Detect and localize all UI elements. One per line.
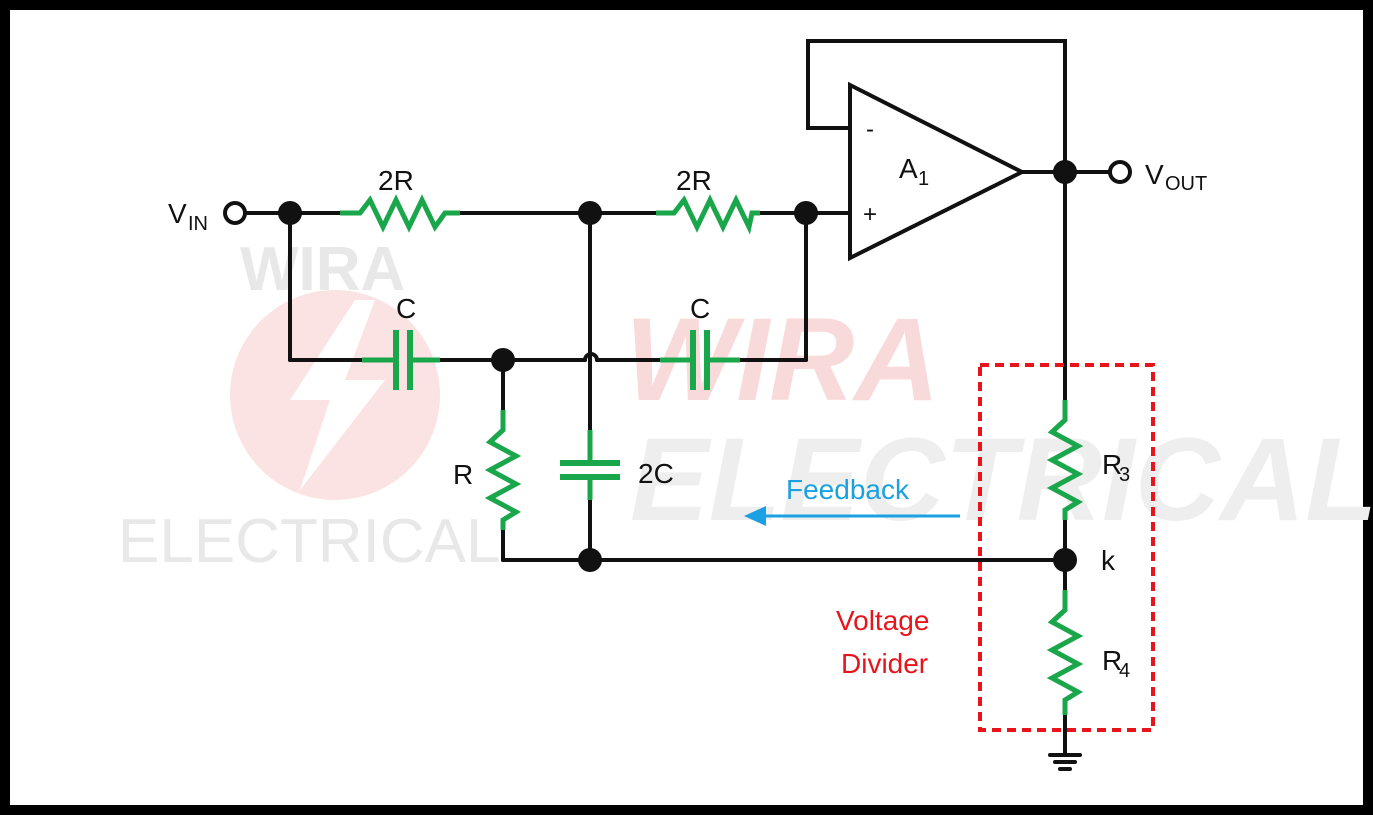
ground-icon [1048,753,1082,771]
vin-label-main: V [168,198,187,229]
watermark-logo-bolt-icon [290,300,385,490]
junction-nodes [278,160,1077,572]
vin-terminal [223,201,247,225]
opamp-label-sub: 1 [918,168,929,190]
r4-label-sub: 4 [1119,660,1130,682]
feedback-arrow [744,506,960,526]
junction-node [491,348,515,372]
r3-label-sub: 3 [1119,464,1130,486]
feedback-label: Feedback [786,474,910,505]
watermark-left-word-bottom: ELECTRICAL [118,507,500,576]
junction-node-k [1053,548,1077,572]
feedback-arrowhead-icon [744,506,766,526]
voltage-divider-label-line2: Divider [841,648,928,679]
opamp-a1: - + A 1 [848,81,1027,262]
r3-label-main: R [1102,449,1122,480]
junction-node [278,201,302,225]
capacitor-2c-label: 2C [638,458,674,489]
opamp-label-main: A [899,153,918,184]
resistor-r4 [1046,590,1084,715]
opamp-minus-sign: - [866,116,874,143]
resistor-2r-right [656,194,760,235]
opamp-plus-sign: + [863,201,877,228]
capacitor-c-right [660,330,740,390]
resistor-r-shunt-label: R [453,459,473,490]
voltage-divider-label-line1: Voltage [836,605,929,636]
junction-node [578,548,602,572]
capacitor-c-right-label: C [690,293,710,324]
watermark-left-word-top: WIRA [240,235,405,304]
resistor-2r-left [340,194,460,233]
resistor-r3 [1046,400,1084,520]
capacitor-c-left-label: C [396,293,416,324]
junction-node [1053,160,1077,184]
resistor-2r-left-label: 2R [378,165,414,196]
voltage-divider-box [978,363,1155,732]
capacitor-c-left [362,330,440,390]
resistor-2r-right-label: 2R [676,165,712,196]
node-k-label: k [1101,545,1116,576]
vin-label-sub: IN [188,213,208,235]
r4-label-main: R [1102,645,1122,676]
resistor-r-shunt [484,410,522,530]
capacitor-2c-shunt [560,430,620,500]
vout-label-sub: OUT [1165,173,1207,195]
junction-node [578,201,602,225]
vout-terminal [1108,160,1132,184]
watermark-big-word-bottom: ELECTRICAL [630,414,1373,546]
junction-node [794,201,818,225]
vout-label-main: V [1145,159,1164,190]
